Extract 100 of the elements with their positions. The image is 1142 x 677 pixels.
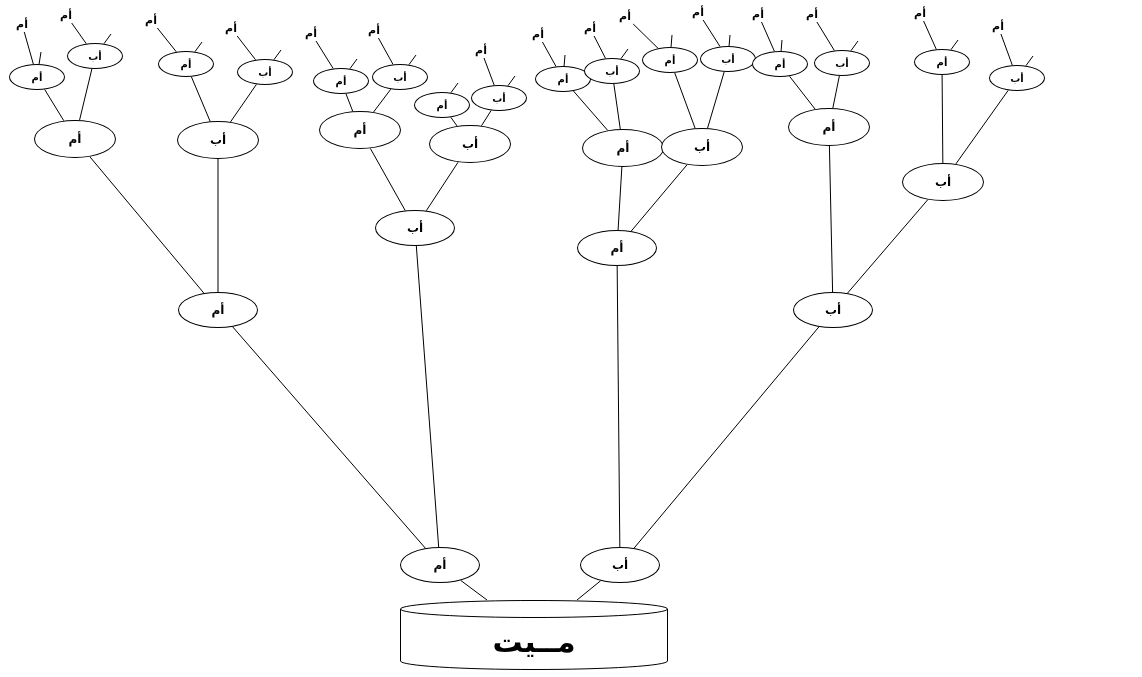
line (674, 72, 696, 129)
ellipse-node: أب (237, 59, 293, 85)
text-label: أم (582, 21, 598, 35)
ellipse-node: أم (582, 129, 664, 167)
line (23, 31, 34, 65)
line (460, 579, 488, 601)
text-label: أم (690, 5, 706, 19)
text-label: أم (14, 17, 30, 31)
line (71, 22, 87, 45)
line (923, 20, 937, 50)
line (728, 34, 731, 47)
ellipse-node: أم (319, 111, 401, 149)
line (483, 57, 495, 86)
line (194, 41, 203, 53)
line (236, 35, 257, 61)
text-label: أم (143, 13, 159, 27)
ellipse-node: أم (178, 292, 258, 328)
ellipse-node: أم (158, 51, 214, 77)
line (1000, 33, 1013, 66)
line (576, 580, 602, 601)
ellipse-node: أم (9, 64, 65, 90)
ellipse-node: أب (375, 210, 455, 246)
ellipse-node: أم (752, 51, 808, 77)
line (369, 147, 406, 212)
ellipse-node: أم (414, 92, 470, 118)
line (846, 199, 929, 294)
line (670, 34, 673, 48)
ellipse-node: أم (642, 47, 698, 73)
line (850, 40, 859, 52)
ellipse-node: أب (584, 58, 640, 84)
line (613, 83, 621, 130)
line (103, 33, 112, 45)
line (816, 21, 835, 51)
line (450, 82, 459, 94)
line (761, 21, 775, 52)
ellipse-node: أب (793, 292, 873, 328)
line (832, 75, 840, 109)
line (633, 326, 820, 549)
line (828, 145, 834, 293)
ellipse-node: أب (67, 43, 123, 69)
line (941, 74, 944, 164)
text-label: أم (303, 26, 319, 40)
ellipse-node: أم (400, 547, 480, 583)
line (230, 83, 257, 123)
line (573, 90, 609, 131)
line (620, 48, 629, 60)
line (541, 41, 557, 67)
ellipse-node: أب (177, 121, 259, 159)
line (630, 164, 688, 232)
text-label: أم (750, 7, 766, 21)
ellipse-node: أم (34, 120, 116, 158)
line (507, 75, 516, 87)
ellipse-node: أب (814, 50, 870, 76)
line (377, 37, 394, 65)
line (702, 19, 721, 48)
ellipse-node: أب (471, 85, 527, 111)
line (955, 89, 1009, 165)
line (79, 68, 93, 121)
line (563, 54, 566, 67)
text-label: أم (804, 7, 820, 21)
ellipse-node: أب (661, 128, 743, 166)
ellipse-node: أم (313, 68, 369, 94)
text-label: أم (223, 21, 239, 35)
text-label: أم (617, 9, 633, 23)
line (450, 116, 458, 127)
ellipse-node: أم (914, 49, 970, 75)
line (349, 58, 358, 70)
line (481, 110, 492, 127)
line (408, 54, 417, 66)
text-label: أم (366, 23, 382, 37)
line (217, 158, 219, 293)
ellipse-node: أم (788, 108, 870, 146)
ellipse-node: أب (372, 64, 428, 90)
ellipse-node: أب (902, 163, 984, 201)
line (89, 156, 205, 294)
line (44, 89, 65, 122)
line (593, 35, 607, 59)
line (789, 75, 816, 110)
line (38, 51, 42, 65)
line (315, 40, 334, 69)
text-label: أم (530, 27, 546, 41)
line (273, 49, 282, 61)
text-label: أم (473, 43, 489, 57)
ellipse-node: أب (700, 46, 756, 72)
text-label: أم (912, 6, 928, 20)
ellipse-node: أم (577, 230, 657, 266)
line (617, 166, 623, 231)
line (190, 76, 211, 122)
line (780, 39, 783, 52)
line (156, 27, 177, 53)
line (232, 326, 426, 549)
line (345, 93, 354, 112)
ellipse-node: أب (989, 65, 1045, 91)
line (632, 23, 659, 49)
text-label: أم (58, 8, 74, 22)
ellipse-node: أب (429, 125, 511, 163)
line (707, 71, 725, 129)
ellipse-node: أب (580, 547, 660, 583)
cylinder-node: مــيت (400, 600, 668, 670)
line (616, 265, 621, 548)
